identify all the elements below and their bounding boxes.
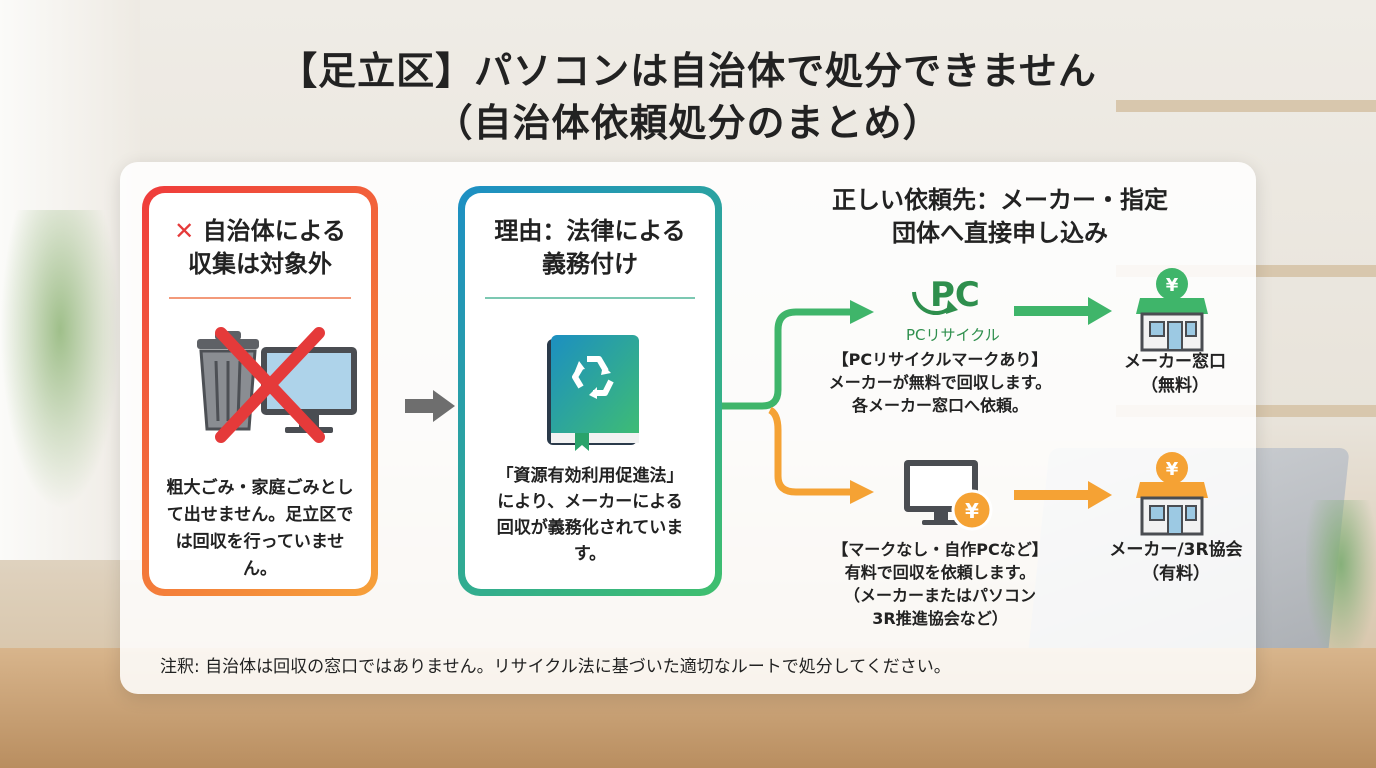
- divider: [485, 297, 695, 299]
- background-shelf: [1116, 100, 1376, 112]
- card-legal-reason-heading-line1: 理由：法律による: [494, 217, 686, 245]
- footnote: 注釈: 自治体は回収の窓口ではありません。リサイクル法に基づいた適切なルートで処…: [160, 657, 951, 677]
- card-not-collected-body-line2: て出せません。足立区で: [166, 505, 354, 525]
- svg-text:¥: ¥: [1166, 459, 1179, 480]
- page-subtitle: （自治体依頼処分のまとめ）: [434, 101, 942, 145]
- svg-text:PC: PC: [930, 275, 980, 315]
- cross-icon: ✕: [174, 217, 195, 245]
- card-not-collected-heading-line1: 自治体による: [202, 217, 346, 245]
- route-free-line1: 【PCリサイクルマークあり】: [832, 350, 1048, 369]
- route-paid-line1: 【マークなし・自作PCなど】: [832, 540, 1048, 559]
- svg-text:¥: ¥: [1166, 275, 1179, 296]
- maker-free-label-line2: （無料）: [1141, 376, 1209, 396]
- law-book-recycle-icon: [465, 321, 715, 451]
- divider: [169, 297, 351, 299]
- card-legal-reason-body: 「資源有効利用促進法」 により、メーカーによる 回収が義務化されていま す。: [479, 463, 701, 567]
- svg-text:PCリサイクル: PCリサイクル: [906, 326, 1000, 344]
- arrow-head-paid: [850, 480, 874, 504]
- page-title: 【足立区】パソコンは自治体で処分できません: [279, 49, 1097, 93]
- maker-paid-label-line2: （有料）: [1142, 564, 1210, 584]
- arrow-head-free: [850, 300, 874, 324]
- card-not-collected: ✕ 自治体による 収集は対象外: [142, 186, 378, 596]
- maker-paid-label: メーカー/3R協会 （有料）: [1096, 538, 1256, 586]
- card-not-collected-body-line3: は回収を行っていません。: [175, 532, 345, 579]
- arrow-to-maker-paid: [1014, 490, 1090, 500]
- card-not-collected-heading: ✕ 自治体による 収集は対象外: [149, 215, 371, 281]
- maker-free-label-line1: メーカー窓口: [1124, 352, 1226, 372]
- arrow-to-maker-free: [1014, 306, 1090, 316]
- computer-yen-icon: ¥: [904, 460, 993, 531]
- maker-shop-paid-icon: ¥: [1136, 452, 1208, 536]
- arrow-card1-to-card2: [405, 390, 455, 422]
- route-free-line3: 各メーカー窓口へ依頼。: [851, 396, 1028, 415]
- card-legal-reason-body-line1: 「資源有効利用促進法」: [496, 466, 684, 486]
- maker-shop-free-icon: ¥: [1136, 268, 1208, 352]
- card-legal-reason-body-line4: す。: [573, 544, 607, 564]
- card-not-collected-body-line1: 粗大ごみ・家庭ごみとし: [166, 478, 354, 498]
- background-plant-left: [0, 210, 120, 510]
- card-legal-reason-body-line3: 回収が義務化されていま: [496, 518, 684, 538]
- background-plant-right: [1306, 500, 1376, 660]
- route-free-description: 【PCリサイクルマークあり】 メーカーが無料で回収します。 各メーカー窓口へ依頼…: [800, 348, 1080, 417]
- maker-free-label: メーカー窓口 （無料）: [1100, 350, 1250, 398]
- arrow-branch-free: [722, 308, 852, 410]
- svg-text:¥: ¥: [965, 499, 979, 523]
- card-legal-reason-heading: 理由：法律による 義務付け: [465, 215, 715, 281]
- card-legal-reason: 理由：法律による 義務付け: [458, 186, 722, 596]
- route-paid-line2: 有料で回収を依頼します。: [844, 563, 1036, 582]
- route-free-line2: メーカーが無料で回収します。: [828, 373, 1052, 392]
- destination-heading-line2: 団体へ直接申し込み: [892, 219, 1108, 247]
- maker-paid-label-line1: メーカー/3R協会: [1109, 540, 1243, 560]
- route-paid-line4: 3R推進協会など）: [872, 609, 1008, 628]
- card-not-collected-heading-line2: 収集は対象外: [188, 250, 332, 278]
- destination-heading-line1: 正しい依頼先：メーカー・指定: [832, 186, 1168, 214]
- pc-recycle-logo-icon: PC PCリサイクル: [906, 275, 1000, 344]
- card-not-collected-body: 粗大ごみ・家庭ごみとし て出せません。足立区で は回収を行っていません。: [163, 475, 357, 583]
- arrow-head-maker-paid: [1088, 481, 1112, 509]
- card-legal-reason-body-line2: により、メーカーによる: [497, 492, 683, 512]
- destination-heading: 正しい依頼先：メーカー・指定 団体へ直接申し込み: [790, 184, 1210, 250]
- trash-computer-crossed-icon: [149, 321, 371, 451]
- route-paid-line3: （メーカーまたはパソコン: [843, 586, 1036, 605]
- route-paid-description: 【マークなし・自作PCなど】 有料で回収を依頼します。 （メーカーまたはパソコン…: [800, 538, 1080, 630]
- card-legal-reason-heading-line2: 義務付け: [542, 250, 638, 278]
- arrow-head-maker-free: [1088, 297, 1112, 325]
- arrow-branch-paid: [768, 406, 852, 496]
